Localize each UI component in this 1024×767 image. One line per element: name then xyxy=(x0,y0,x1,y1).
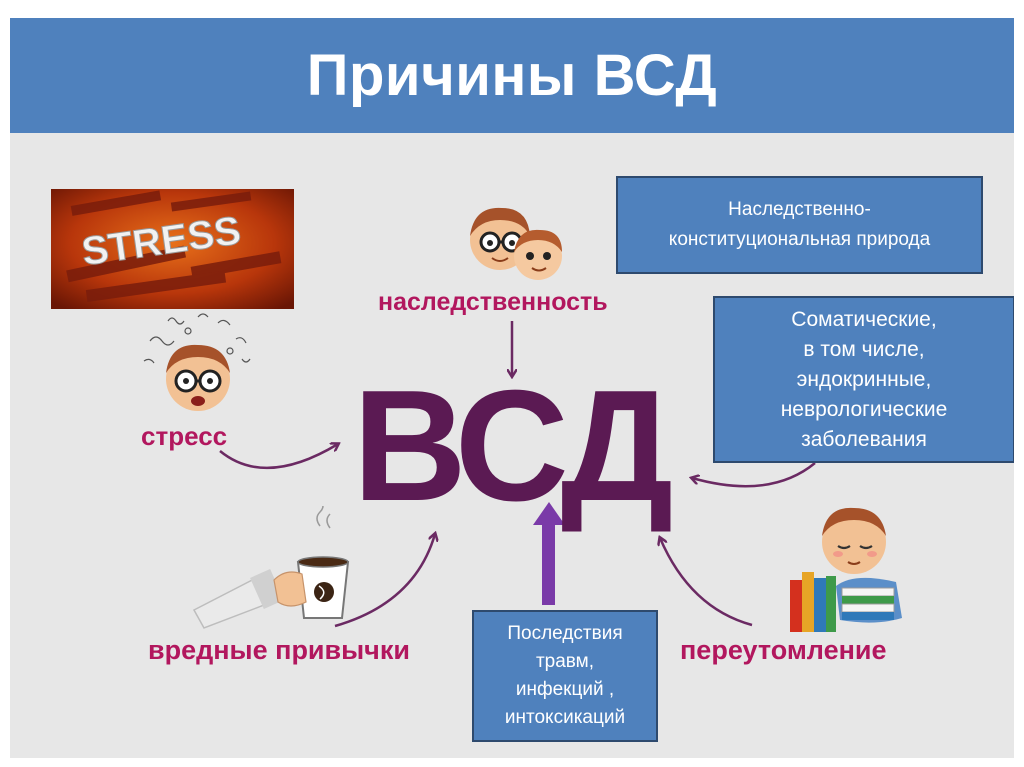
stressed-boy-icon xyxy=(143,313,251,411)
cause-heredity-label: наследственность xyxy=(378,288,608,316)
cause-stress-label: стресс xyxy=(141,421,228,451)
somatic-diseases-box: Соматические, в том числе, эндокринные, … xyxy=(713,296,1014,463)
arrows-layer xyxy=(219,321,816,628)
cause-bad-habits-label: вредные привычки xyxy=(148,635,410,665)
somatic-diseases-text: Соматические, в том числе, эндокринные, … xyxy=(780,307,948,451)
arrow-consequences-shaft xyxy=(542,523,555,605)
stress-word-cloud-image: STRESS xyxy=(51,189,294,309)
title-bar: Причины ВСД xyxy=(10,18,1014,133)
cause-fatigue-label: переутомление xyxy=(680,635,887,665)
heredity-nature-box: Наследственно- конституциональная природ… xyxy=(616,176,983,274)
slide: Причины ВСД xyxy=(10,18,1014,758)
slide-title: Причины ВСД xyxy=(306,43,718,108)
consequences-box: Последствия травм, инфекций , интоксикац… xyxy=(472,610,658,742)
arrow-somatic xyxy=(692,462,816,488)
arrow-consequences-head xyxy=(533,502,565,525)
center-vsd-label: ВСД xyxy=(352,358,674,534)
heredity-nature-text: Наследственно- конституциональная природ… xyxy=(668,199,931,250)
tired-boy-with-books-icon xyxy=(790,507,902,632)
coffee-cup-hand-icon xyxy=(192,506,350,629)
two-boys-with-glasses-icon xyxy=(470,207,562,280)
arrow-habits xyxy=(334,534,435,628)
arrow-fatigue xyxy=(660,538,753,627)
consequences-text: Последствия травм, инфекций , интоксикац… xyxy=(504,623,626,728)
arrow-stress xyxy=(219,444,338,470)
